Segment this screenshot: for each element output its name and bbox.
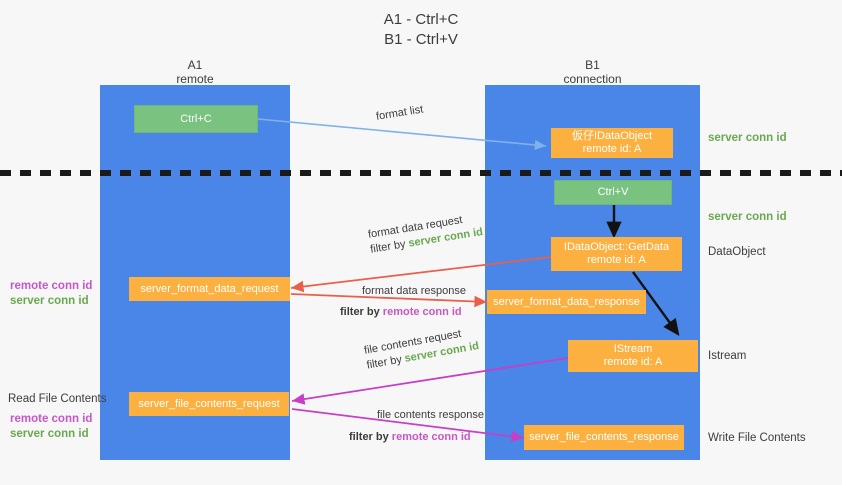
filter-value-4: remote conn id	[391, 431, 471, 443]
box-server-format-data-request[interactable]: server_format_data_request	[129, 277, 290, 301]
page-title: A1 - Ctrl+C B1 - Ctrl+V	[0, 10, 842, 50]
filter-prefix-4: filter by	[349, 431, 392, 443]
label-server-conn-id-2: server conn id	[10, 428, 89, 440]
lane-a1-name: A1	[187, 58, 203, 72]
flow-label-file-contents-request: file contents request filter by server c…	[363, 324, 480, 373]
box-ctrl-c[interactable]: Ctrl+C	[134, 105, 258, 133]
box-getdata-line1: IDataObject::GetData	[563, 241, 670, 253]
box-idataobject-line2: remote id: A	[582, 143, 642, 155]
box-istream-line2: remote id: A	[603, 356, 663, 368]
box-ctrl-v[interactable]: Ctrl+V	[554, 180, 672, 205]
box-server-file-contents-request[interactable]: server_file_contents_request	[129, 392, 289, 416]
title-line-2: B1 - Ctrl+V	[384, 31, 458, 48]
label-read-file-contents: Read File Contents	[8, 393, 107, 405]
lane-header-a1: A1 remote	[100, 58, 290, 86]
filter-value-2: remote conn id	[382, 306, 462, 318]
lane-b1-sub: connection	[563, 72, 622, 86]
label-dataobject: DataObject	[708, 246, 766, 258]
flow-label-file-contents-response-filter: filter by remote conn id	[349, 430, 484, 445]
label-istream: Istream	[708, 350, 747, 362]
box-istream[interactable]: IStream remote id: A	[568, 340, 698, 372]
box-idataobject[interactable]: 仮仔IDataObject remote id: A	[551, 128, 673, 158]
title-line-1: A1 - Ctrl+C	[383, 11, 459, 28]
lane-a1-sub: remote	[176, 72, 214, 86]
label-write-file-contents: Write File Contents	[708, 432, 806, 444]
label-server-conn-id-top: server conn id	[708, 132, 787, 144]
box-getdata-line2: remote id: A	[587, 254, 646, 266]
flow-label-file-contents-response-main: file contents response	[377, 409, 485, 421]
flow-label-format-data-request: format data request filter by server con…	[367, 210, 484, 257]
label-server-conn-id-mid: server conn id	[708, 211, 787, 223]
flow-label-format-data-response-filter: filter by remote conn id	[340, 305, 466, 320]
box-server-format-data-response[interactable]: server_format_data_response	[487, 290, 646, 314]
box-idataobject-line1: 仮仔IDataObject	[571, 130, 653, 142]
label-remote-conn-id-2: remote conn id	[10, 413, 93, 425]
flow-label-format-data-response: format data response filter by remote co…	[340, 284, 466, 320]
filter-prefix-2: filter by	[340, 306, 383, 318]
label-server-conn-id-1: server conn id	[10, 295, 89, 307]
lane-b1-name: B1	[585, 58, 600, 72]
flow-label-format-data-response-main: format data response	[362, 285, 466, 297]
box-server-file-contents-response[interactable]: server_file_contents_response	[524, 425, 684, 450]
flow-label-format-list: format list	[375, 103, 425, 123]
label-remote-conn-id-1: remote conn id	[10, 280, 93, 292]
box-istream-line1: IStream	[613, 343, 653, 355]
flow-label-file-contents-response: file contents response filter by remote …	[349, 408, 485, 445]
lane-header-b1: B1 connection	[485, 58, 700, 86]
box-idataobject-getdata[interactable]: IDataObject::GetData remote id: A	[551, 237, 682, 271]
